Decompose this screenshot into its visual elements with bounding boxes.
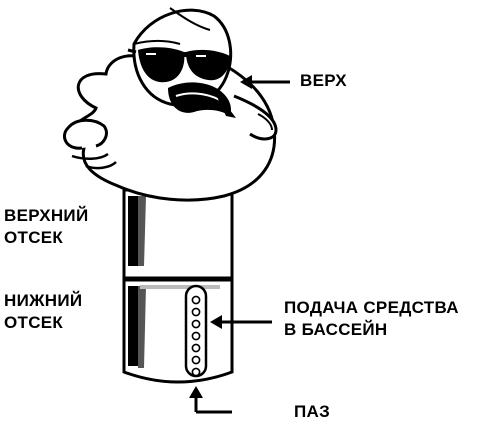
label-pool-feed-line-2: В БАССЕЙН <box>284 320 388 339</box>
label-lower-compartment-line-1: НИЖНИЙ <box>4 291 83 310</box>
feed-slot-with-holes <box>184 284 208 378</box>
arrow-slot <box>189 386 232 414</box>
label-upper-compartment-line-2: ОТСЕК <box>4 228 64 247</box>
label-upper-compartment-line-1: ВЕРХНИЙ <box>4 206 89 225</box>
arrow-pool-feed <box>210 315 272 329</box>
arrow-top <box>240 75 290 89</box>
duck-figure <box>63 7 278 202</box>
label-upper-compartment: ВЕРХНИЙ ОТСЕК <box>4 205 88 249</box>
label-top-text: ВЕРХ <box>300 71 347 90</box>
label-top: ВЕРХ <box>300 70 347 92</box>
label-lower-compartment: НИЖНИЙ ОТСЕК <box>4 290 82 334</box>
label-pool-feed-line-1: ПОДАЧА СРЕДСТВА <box>284 298 459 317</box>
label-slot-text: ПАЗ <box>294 402 331 421</box>
upper-compartment-cylinder <box>122 188 234 280</box>
label-slot: ПАЗ <box>294 401 330 423</box>
label-lower-compartment-line-2: ОТСЕК <box>4 313 64 332</box>
label-pool-feed: ПОДАЧА СРЕДСТВА В БАССЕЙН <box>284 297 459 341</box>
lower-compartment-cylinder <box>122 278 234 384</box>
